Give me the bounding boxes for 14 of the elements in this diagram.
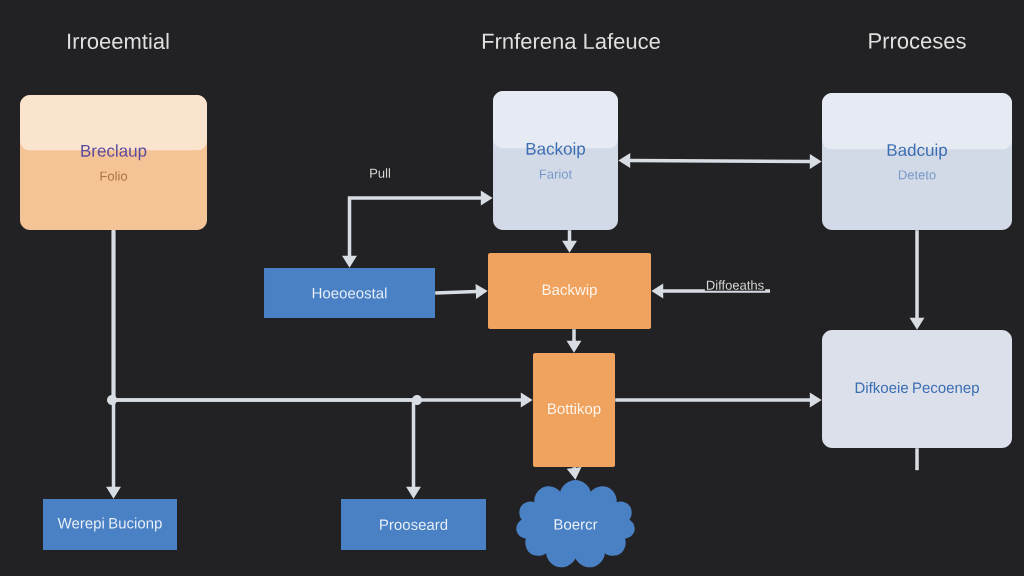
column-heading: Irroeemtial xyxy=(68,32,169,50)
column-heading: Prroceses xyxy=(869,33,966,49)
process-box: Werepi Bucionp xyxy=(43,499,177,550)
column-heading: Frnferena Lafeuce xyxy=(482,32,660,50)
process-box: Bottikop xyxy=(533,353,615,467)
edge-label: Diffoeaths xyxy=(706,280,764,290)
process-box: Prooseard xyxy=(341,499,486,550)
process-box: Backwip xyxy=(488,253,651,329)
process-box: Difkoeie Pecoenep xyxy=(822,330,1012,448)
process-box: Hoeoeostal xyxy=(264,268,435,318)
process-box: Breclaup Folio xyxy=(20,95,207,230)
process-box: Backoip Fariot xyxy=(493,91,618,230)
process-box: Badcuip Deteto xyxy=(822,93,1012,230)
edge-label: Pull xyxy=(370,168,390,178)
